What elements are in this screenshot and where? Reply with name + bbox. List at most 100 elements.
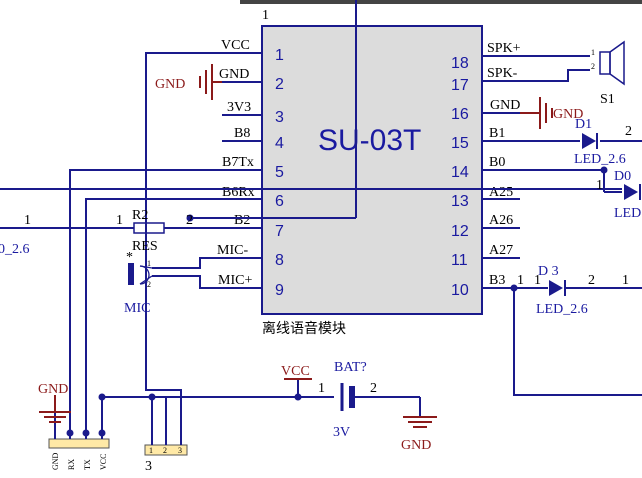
mic-polarity: * [126, 250, 133, 265]
pin-2-net: GND [219, 67, 249, 82]
pin-3-number: 3 [275, 109, 284, 126]
gnd-label-pin16: GND [553, 107, 583, 122]
header-pin-tx: TX [83, 459, 92, 470]
microphone-symbol[interactable] [128, 263, 153, 285]
d3-value: LED_2.6 [536, 302, 588, 317]
header3-pin-2: 2 [163, 446, 167, 455]
d3-pin2: 2 [588, 273, 595, 288]
gnd-symbol-battery [403, 416, 437, 428]
pin-8-net: MIC- [217, 243, 248, 258]
header3-pin-1: 1 [149, 446, 153, 455]
pin-11-number: 11 [451, 252, 468, 269]
d0-value: LED [614, 206, 641, 221]
pin-12-number: 12 [451, 223, 469, 240]
battery-value: 3V [333, 425, 350, 440]
pin-6-net: B6Rx [222, 185, 255, 200]
speaker-pin2: 2 [591, 62, 595, 71]
pin-14-number: 14 [451, 164, 469, 181]
header-pin-rx: RX [67, 459, 76, 470]
speaker-pin1: 1 [591, 48, 595, 57]
led-partial-label: 0_2.6 [0, 242, 30, 257]
junction-dot [98, 393, 106, 401]
pin-2-number: 2 [275, 76, 284, 93]
pin-6-number: 6 [275, 193, 284, 210]
ic-description: 离线语音模块 [262, 320, 346, 337]
pin-12-net: A26 [489, 213, 513, 228]
left-wires [0, 0, 357, 433]
d1-pin2: 2 [625, 124, 632, 139]
pin-9-number: 9 [275, 282, 284, 299]
pin-16-net: GND [490, 98, 520, 113]
pin-15-number: 15 [451, 135, 469, 152]
d0-designator: D0 [614, 169, 631, 184]
r2-pin2: 2 [186, 213, 193, 228]
pin-10-net: B3 [489, 273, 505, 288]
gnd-symbol-pin16 [539, 97, 553, 129]
d1-designator: D1 [575, 117, 592, 132]
junction-dot [186, 214, 194, 222]
right-edge-pin: 1 [622, 273, 629, 288]
pin-16-number: 16 [451, 106, 469, 123]
pin-5-number: 5 [275, 164, 284, 181]
right-pin-stubs [482, 55, 530, 289]
mic-pin1: 1 [147, 259, 151, 268]
resistor-r2[interactable] [133, 222, 165, 234]
battery-designator: BAT? [334, 360, 367, 375]
pin-9-net: MIC+ [218, 273, 252, 288]
pin-8-number: 8 [275, 252, 284, 269]
battery-pin1: 1 [318, 381, 325, 396]
led-d0[interactable] [624, 184, 641, 200]
junction-dot [148, 393, 156, 401]
r2-pin1: 1 [116, 213, 123, 228]
pin-17-net: SPK- [487, 66, 518, 81]
top-component-edge [240, 0, 642, 4]
speaker-label: S1 [600, 92, 615, 107]
header3-pin-3: 3 [178, 446, 182, 455]
d1-value: LED_2.6 [574, 152, 626, 167]
junction-dot [294, 393, 302, 401]
pin-4-number: 4 [275, 135, 284, 152]
pin-7-number: 7 [275, 223, 284, 240]
uart-header[interactable] [48, 438, 110, 449]
gnd-symbol-pin2 [199, 64, 213, 100]
battery-symbol[interactable] [340, 383, 421, 417]
pin-14-net: B0 [489, 155, 505, 170]
pin-17-number: 17 [451, 77, 469, 94]
header3-name: 3 [145, 459, 152, 474]
gnd-label-header: GND [38, 382, 68, 397]
ic-name: SU-03T [318, 124, 421, 157]
led-d1[interactable] [582, 133, 598, 149]
gnd-label-pin2: GND [155, 77, 185, 92]
left-pin-stubs [222, 52, 262, 289]
mic-label: MIC [124, 301, 150, 316]
r2-label: R2 [132, 208, 148, 223]
led-d3[interactable] [549, 280, 566, 296]
battery-pin2: 2 [370, 381, 377, 396]
pin-13-net: A25 [489, 185, 513, 200]
pin-1-number: 1 [275, 47, 284, 64]
pin-10-number: 10 [451, 282, 469, 299]
pin-18-number: 18 [451, 55, 469, 72]
pin-3-net: 3V3 [227, 100, 251, 115]
pin-15-net: B1 [489, 126, 505, 141]
vcc-label: VCC [281, 364, 310, 379]
pin-1-net: VCC [221, 38, 250, 53]
pin-13-number: 13 [451, 193, 469, 210]
pin-5-net: B7Tx [222, 155, 254, 170]
d3-designator: D 3 [538, 264, 559, 279]
left-net-pin-number: 1 [24, 213, 31, 228]
r2-value: RES [132, 239, 158, 254]
pin-18-net: SPK+ [487, 41, 521, 56]
header-pin-gnd: GND [51, 452, 60, 470]
b3-junction-pin: 1 [517, 273, 524, 288]
su03t-module[interactable] [261, 25, 483, 315]
right-wires [222, 55, 642, 396]
header-pin-vcc: VCC [99, 454, 108, 470]
speaker-s1[interactable] [599, 40, 625, 86]
gnd-label-battery: GND [401, 438, 431, 453]
ic-top-pin: 1 [262, 8, 269, 23]
pin-7-net: B2 [234, 213, 250, 228]
pin-4-net: B8 [234, 126, 250, 141]
pin-11-net: A27 [489, 243, 513, 258]
